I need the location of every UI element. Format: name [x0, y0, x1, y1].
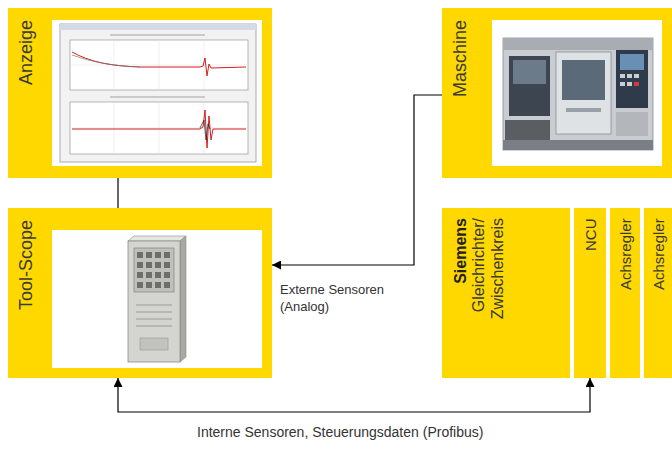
chart-screenshot [52, 20, 262, 166]
chart-screenshot-part [204, 102, 205, 154]
machine-photo-part [503, 140, 653, 150]
connector-line [118, 378, 590, 412]
yellow-box: SiemensGleichrichter/ Zwischenkreis [442, 208, 570, 378]
tool-scope-device-part [164, 272, 170, 278]
machine-photo-part [566, 108, 601, 112]
chart-screenshot-part [200, 120, 210, 140]
tool-scope-device-part [164, 282, 170, 288]
machine-photo-part [562, 60, 605, 100]
machine-photo-part [627, 82, 632, 86]
tool-scope-device-part [146, 282, 152, 288]
rotated-label-group: Maschine [450, 20, 471, 97]
box-label: NCU [582, 219, 599, 252]
connector-label: Interne Sensoren, Steuerungsdaten (Profi… [195, 423, 485, 441]
connector-group [118, 95, 590, 412]
yellow-box: Achsregler [644, 208, 672, 378]
machine-photo-part [616, 50, 648, 108]
chart-screenshot-part [110, 34, 205, 36]
tool-scope-device-part [155, 262, 161, 268]
rotated-label-group: SiemensGleichrichter/ Zwischenkreis [452, 218, 507, 343]
machine-photo-part [634, 82, 639, 86]
tool-scope-device-part [137, 282, 143, 288]
machine-photo-part [503, 38, 653, 50]
machine-photo-part [503, 38, 653, 150]
box-label: Siemens [452, 218, 470, 343]
tool-scope-device-part [52, 230, 262, 368]
chart-screenshot-part [159, 40, 160, 90]
yellow-box: Tool-Scope [8, 208, 272, 378]
box-sublabel: Gleichrichter/ Zwischenkreis [470, 218, 507, 343]
box-label: Maschine [450, 20, 471, 97]
tool-scope-device-part [164, 262, 170, 268]
chart-screenshot-part [60, 24, 256, 162]
box-label: Achsregler [617, 218, 634, 290]
machine-photo-part [616, 112, 648, 136]
tool-scope-device-part [136, 312, 172, 313]
tool-scope-device-part [140, 338, 168, 350]
box-label: Tool-Scope [16, 220, 37, 310]
rotated-label-group: Tool-Scope [16, 220, 37, 310]
tool-scope-device-part [146, 272, 152, 278]
tool-scope-device-part [134, 248, 174, 292]
machine-photo-part [620, 74, 625, 78]
chart-screenshot-part [110, 96, 205, 98]
chart-screenshot-part [204, 40, 205, 90]
chart-screenshot-part [72, 110, 246, 148]
tool-scope-device-part [128, 236, 186, 241]
tool-scope-device-part [180, 236, 186, 362]
rotated-label-group: NCU [582, 219, 599, 252]
chart-screenshot-part [70, 65, 248, 66]
machine-photo [492, 20, 662, 166]
tool-scope-device-part [155, 282, 161, 288]
chart-screenshot-part [159, 102, 160, 154]
yellow-box: NCU [574, 208, 606, 378]
chart-screenshot-part [70, 40, 248, 90]
machine-photo-part [513, 60, 546, 84]
chart-screenshot-part [114, 40, 115, 90]
machine-photo-part [627, 74, 632, 78]
chart-screenshot-part [70, 102, 248, 154]
tool-scope-device-part [137, 262, 143, 268]
chart-screenshot-part [70, 128, 248, 129]
tool-scope-device-part [146, 262, 152, 268]
connector-line [117, 178, 118, 208]
tool-scope-device-part [136, 305, 172, 306]
yellow-box: Maschine [442, 8, 672, 178]
machine-photo-part [620, 82, 625, 86]
rotated-label-group: Achsregler [650, 218, 667, 290]
tool-scope-device-part [155, 272, 161, 278]
box-label: Achsregler [650, 218, 667, 290]
machine-photo-part [492, 20, 662, 166]
yellow-box: Anzeige [8, 8, 272, 178]
tool-scope-device-part [128, 241, 180, 362]
tool-scope-device-part [136, 319, 172, 320]
chart-screenshot-part [114, 102, 115, 154]
chart-screenshot-part [52, 20, 262, 166]
machine-photo-part [505, 120, 550, 140]
tool-scope-device-part [137, 272, 143, 278]
tool-scope-device-part [146, 252, 152, 258]
tool-scope-device-part [155, 252, 161, 258]
rotated-label-group: Achsregler [617, 218, 634, 290]
connector-line [272, 95, 442, 265]
chart-screenshot-part [72, 52, 246, 76]
tool-scope-device [52, 230, 262, 368]
tool-scope-device-part [164, 252, 170, 258]
yellow-box: Achsregler [610, 208, 640, 378]
rotated-label-group: Anzeige [16, 20, 37, 85]
machine-photo-part [620, 54, 644, 70]
tool-scope-device-part [136, 326, 172, 327]
tool-scope-device-part [137, 252, 143, 258]
machine-photo-part [509, 56, 550, 116]
box-label: Anzeige [16, 20, 37, 85]
connector-label: Externe Sensoren (Analog) [278, 282, 407, 316]
machine-photo-part [634, 74, 639, 78]
chart-screenshot-part [72, 55, 140, 67]
machine-photo-part [556, 52, 611, 134]
chart-screenshot-part [60, 24, 256, 30]
